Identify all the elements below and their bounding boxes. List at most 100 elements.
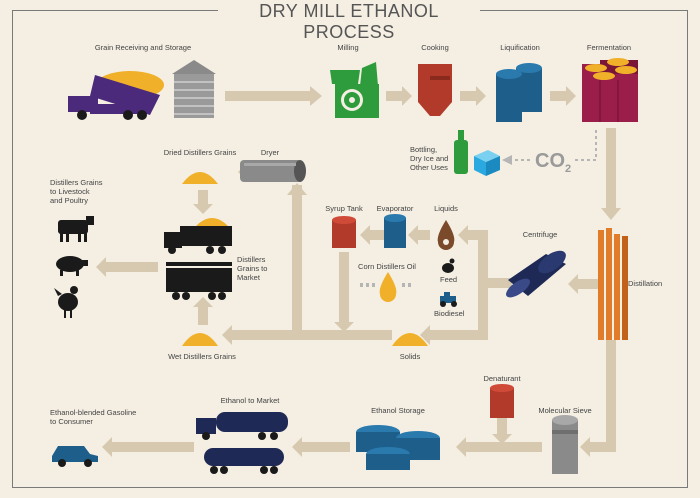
label-denaturant: Denaturant [483,374,521,383]
arrow-cooking-liquification [460,91,476,101]
label-ethanol-market: Ethanol to Market [220,396,280,405]
arrow-wet-up [198,305,208,325]
co2-label: CO2 [535,150,572,175]
molecular-sieve-icon [552,415,578,474]
dump-truck-icon [68,71,164,120]
arrow-head [193,297,213,307]
arrow-market-consumer [112,442,194,452]
arrow-head [96,257,106,277]
arrow-head [456,437,466,457]
label-bottling: Bottling, Dry Ice and Other Uses [410,145,449,172]
arrow-head [310,86,322,106]
label-livestock: Distillers Grains to Livestock and Poult… [50,178,103,205]
liquids-drop-highlight [443,239,449,245]
arrow-head [492,434,512,444]
arrow-head [360,225,370,245]
pig-icon [56,256,88,276]
arrow-evaporator-syrup [370,230,384,240]
arrow-distillation-sieve [606,340,616,452]
oil-dashes [360,283,411,287]
arrow-liquids-evaporator [418,230,430,240]
label-solids: Solids [399,352,421,361]
evaporator-icon [384,214,406,248]
arrow-head [458,225,468,245]
cooker-icon [418,64,452,116]
arrow-dried-down [198,190,208,204]
label-syrup-tank: Syrup Tank [325,204,363,213]
arrow-head [420,325,430,345]
label-biodiesel: Biodiesel [434,309,465,318]
rail-tanker-icon [204,448,284,474]
cow-icon [58,216,94,242]
arrow-milling-cooking [386,91,402,101]
arrow-head [601,208,621,220]
ethanol-storage-tanks-icon [356,425,440,470]
label-wet-grains: Wet Distillers Grains [168,352,236,361]
arrow-sieve-storage [466,442,542,452]
arrow-denaturant-down [497,418,507,436]
label-dryer: Dryer [260,148,280,157]
dried-grains-pile-icon [182,172,218,184]
label-milling: Milling [337,43,359,52]
label-evaporator: Evaporator [376,204,414,213]
arrow-syrup-down [339,252,349,322]
arrow-market-livestock [106,262,158,272]
liquids-drop-icon [437,220,455,250]
arrow-distillation-centrifuge [578,279,598,289]
biodiesel-tractor-icon [440,292,457,307]
arrow-head [476,86,486,106]
arrow-storage-market [302,442,350,452]
co2-dotted-line [512,130,597,161]
label-corn-oil: Corn Distillers Oil [358,262,416,271]
label-grain: Grain Receiving and Storage [94,43,192,52]
arrow-head [102,437,112,457]
arrow-head [287,183,307,195]
label-liquids: Liquids [434,204,458,213]
label-cooking: Cooking [421,43,449,52]
wet-grains-pile-icon [182,333,218,346]
label-ethanol-storage: Ethanol Storage [371,406,425,415]
mill-icon [330,62,379,118]
label-blended: Ethanol-blended Gasoline to Consumer [50,408,137,426]
distillation-columns-icon [598,228,628,340]
arrow-liquification-fermentation [550,91,566,101]
arrow-head [402,86,412,106]
denaturant-tank-icon [490,384,514,418]
centrifuge-icon [506,250,566,298]
label-feed: Feed [440,275,458,284]
arrow-head [408,225,418,245]
arrow-to-solids [430,330,488,340]
label-fermentation: Fermentation [586,43,632,52]
dry-ice-icon [474,150,500,176]
grain-silo-icon [172,60,216,118]
arrow-vertical-split [478,230,488,340]
arrow-to-sieve [590,442,616,452]
label-centrifuge: Centrifuge [522,230,558,239]
arrow-head [292,437,302,457]
dryer-icon [240,160,306,182]
chicken-icon [54,286,78,318]
label-dried-grains: Dried Distillers Grains [163,148,237,157]
arrow-up-dryer [292,185,302,335]
arrow-fermentation-distillation [606,128,616,208]
rail-hopper-icon [166,262,232,300]
label-distillation: Distillation [628,279,663,288]
arrow-solids-wet [232,330,392,340]
arrow-centrifuge-out [480,278,512,288]
fermentation-tanks-icon [582,58,638,122]
co2-arrow-head [502,155,512,165]
label-liquification: Liquification [500,43,540,52]
label-market: Distillers Grains to Market [237,255,268,282]
syrup-tank-icon [332,216,356,248]
arrow-head [566,86,576,106]
arrow-head [580,437,590,457]
arrow-head [193,204,213,214]
feed-chicken-icon [442,258,455,273]
arrow-to-liquids [468,230,488,240]
grain-truck-icon [164,218,232,254]
label-molecular-sieve: Molecular Sieve [538,406,592,415]
title-background [218,0,480,24]
arrow-head [568,274,578,294]
car-icon [52,446,98,467]
